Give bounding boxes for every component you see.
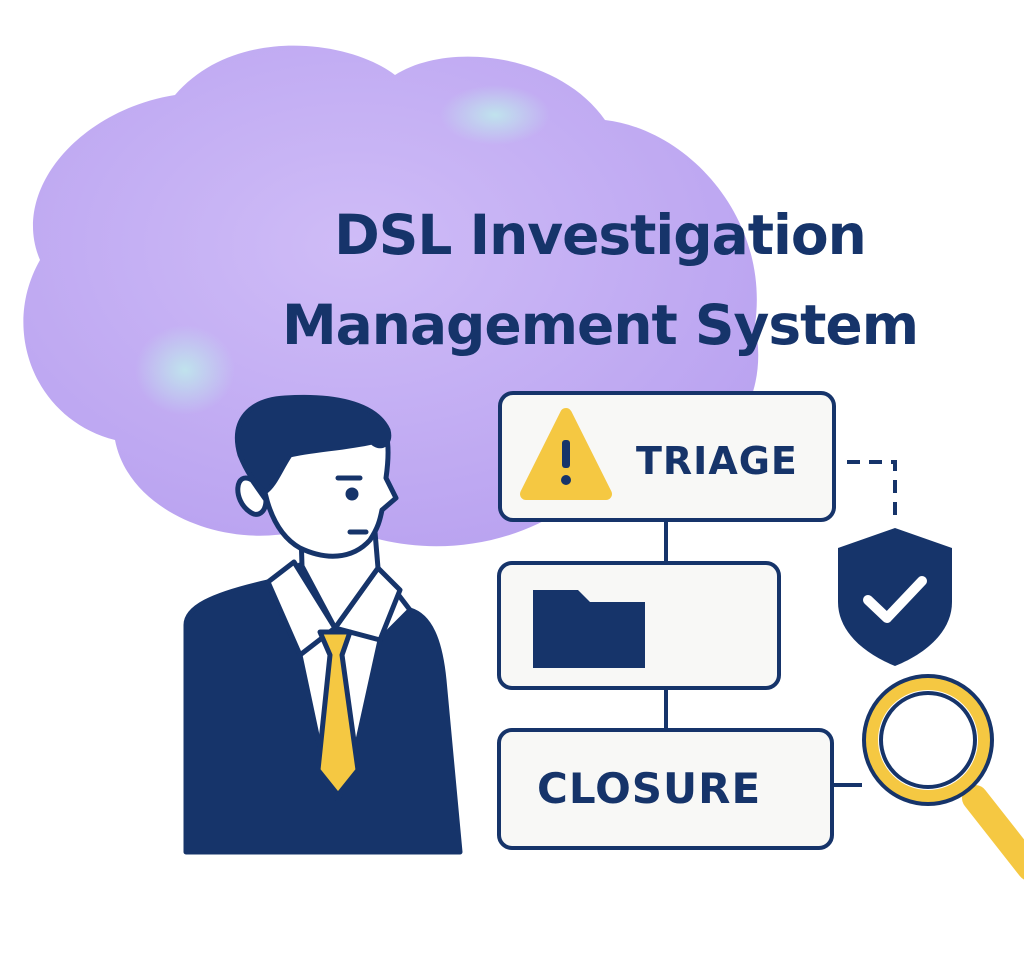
- title-line-2: Management System: [281, 293, 919, 357]
- title-line-1: DSL Investigation: [334, 203, 867, 267]
- workflow-step-triage: TRIAGE: [498, 391, 836, 522]
- page-title: DSL Investigation Management System: [210, 190, 990, 370]
- shield-check-icon: [838, 528, 952, 666]
- connector-triage-shield: [847, 460, 897, 515]
- magnifier-icon: [862, 674, 1024, 880]
- workflow-step-folder: [497, 561, 781, 690]
- tie: [315, 629, 361, 798]
- warning-icon: [520, 408, 612, 500]
- step-label-triage: TRIAGE: [636, 439, 798, 483]
- folder-icon: [533, 590, 645, 668]
- hair: [234, 394, 392, 495]
- step-label-closure: CLOSURE: [537, 764, 761, 813]
- workflow-step-closure: CLOSURE: [497, 728, 834, 850]
